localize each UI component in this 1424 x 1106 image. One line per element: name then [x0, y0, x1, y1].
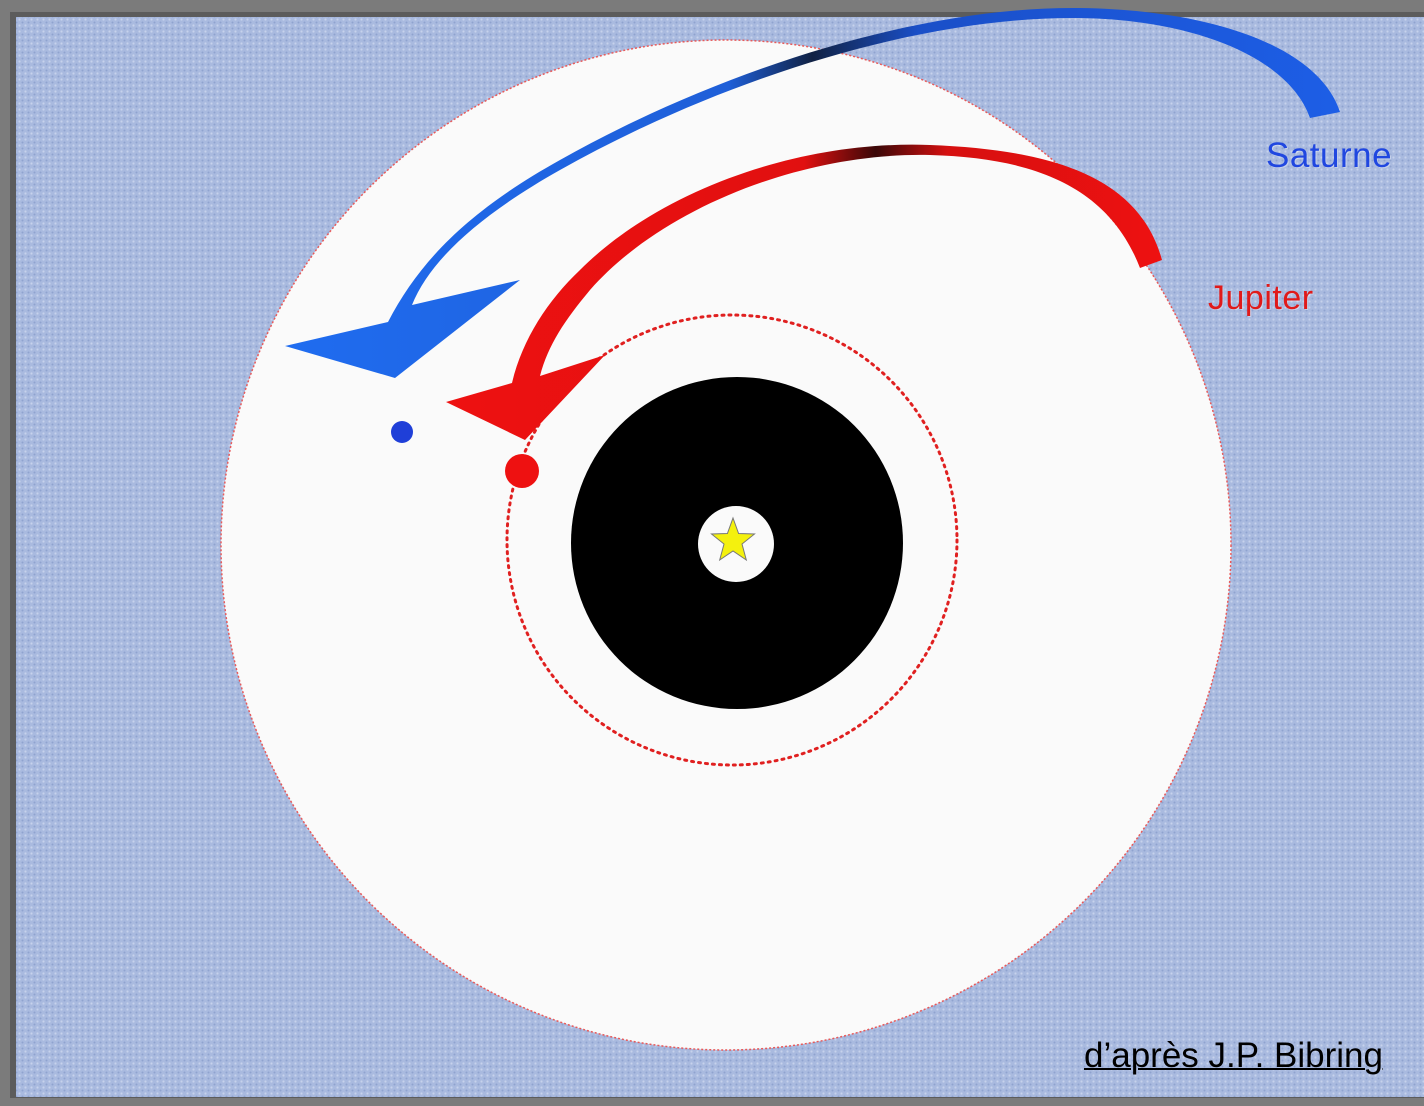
saturn-planet	[391, 421, 413, 443]
jupiter-label: Jupiter	[1208, 279, 1314, 318]
source-credit: d’après J.P. Bibring	[1084, 1036, 1383, 1076]
jupiter-planet	[505, 454, 539, 488]
saturn-label: Saturne	[1266, 136, 1392, 176]
